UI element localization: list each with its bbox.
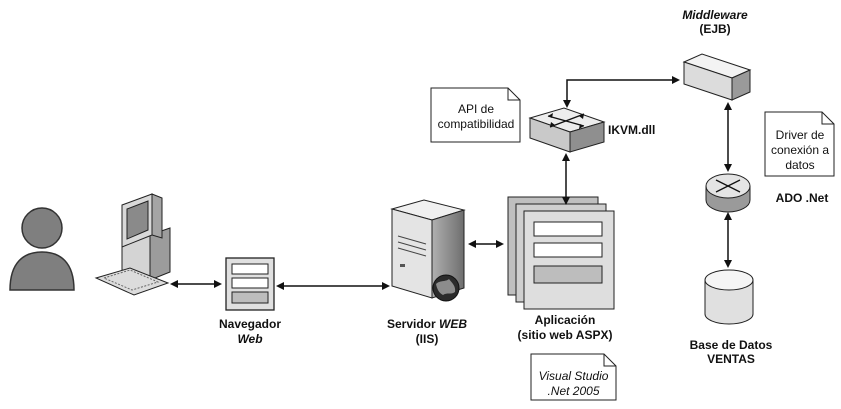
app-label-line1: Aplicación [534,313,596,327]
driver-note-line2: conexión a [770,143,830,157]
vs-note-line1: Visual Studio [538,369,609,383]
server-label-line2: (IIS) [415,332,439,346]
note-visual-studio [530,353,617,401]
web-browser-icon [225,257,275,311]
adonet-label: ADO .Net [775,191,829,205]
browser-label-line2: Web [237,332,263,346]
client-computer-icon [94,193,171,296]
globe-icon [432,274,460,302]
api-note-line2: compatibilidad [437,117,515,131]
ikvm-label: IKVM.dll [608,123,656,137]
router-icon [705,173,751,213]
ikvm-switch-icon [528,107,606,153]
vs-note-line2: .Net 2005 [547,384,600,398]
note-driver-conexion [764,111,835,177]
app-label-line2: (sitio web ASPX) [517,328,613,342]
driver-note-line1: Driver de [775,128,825,142]
note-api-compatibilidad [430,87,521,143]
driver-note-line3: datos [785,158,815,172]
db-label-line1: Base de Datos [689,338,773,352]
api-note-line1: API de [457,102,495,116]
ejb-label: (EJB) [699,22,731,36]
browser-label-line1: Navegador [218,317,282,331]
arrow-ikvm-middleware [563,76,680,108]
application-pages-icon [507,196,615,310]
middleware-box-icon [682,53,752,101]
server-label-line1: Servidor WEB [386,317,468,331]
database-icon [704,269,754,325]
db-label-line2: VENTAS [707,352,755,366]
user-person-icon [9,207,75,291]
middleware-label: Middleware [682,8,748,22]
